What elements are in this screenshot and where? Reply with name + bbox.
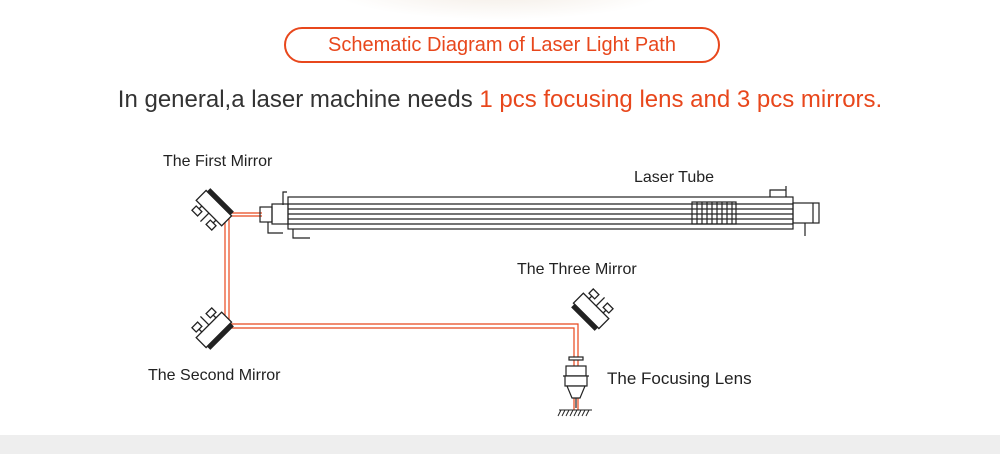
first-mirror <box>191 188 234 231</box>
footer-bar <box>0 435 1000 454</box>
diagram-title-text: Schematic Diagram of Laser Light Path <box>328 33 676 56</box>
label-first-mirror: The First Mirror <box>163 153 273 170</box>
third-mirror <box>571 288 614 331</box>
label-second-mirror: The Second Mirror <box>148 367 281 384</box>
subtitle-prefix: In general,a laser machine needs <box>117 86 480 113</box>
subtitle: In general,a laser machine needs 1 pcs f… <box>0 86 1000 114</box>
work-surface <box>557 409 592 417</box>
subtitle-highlight: 1 pcs focusing lens and 3 pcs mirrors. <box>479 86 883 113</box>
second-mirror <box>191 307 234 350</box>
top-glow <box>330 0 670 20</box>
laser-tube <box>259 186 820 239</box>
focusing-lens <box>563 356 589 408</box>
label-three-mirror: The Three Mirror <box>517 261 637 278</box>
diagram-title: Schematic Diagram of Laser Light Path <box>284 27 720 63</box>
label-laser-tube: Laser Tube <box>634 169 715 186</box>
label-focusing-lens: The Focusing Lens <box>607 369 752 388</box>
